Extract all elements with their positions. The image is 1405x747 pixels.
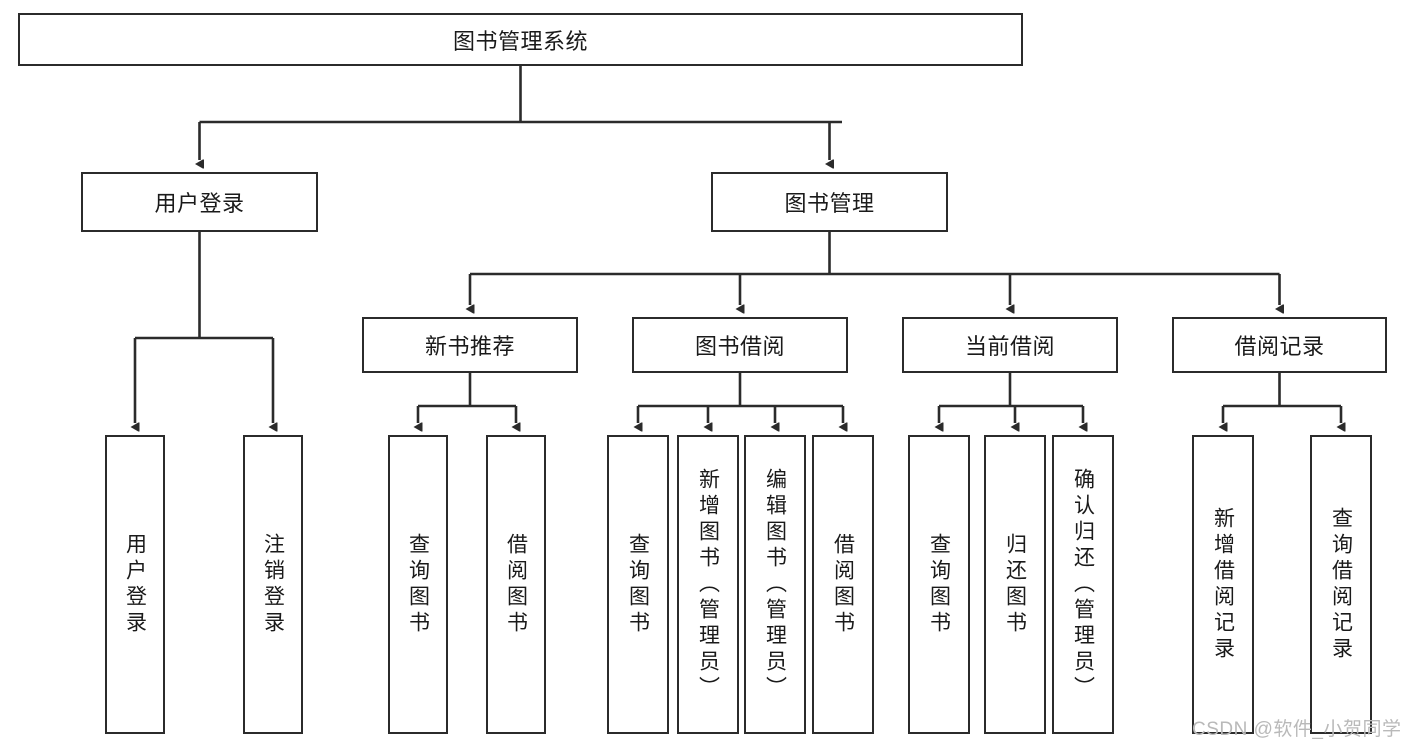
node-book-borrow[interactable]: 图书借阅	[632, 317, 848, 373]
leaf-borrow-book[interactable]: 借阅图书	[812, 435, 874, 734]
node-borrow-record-label: 借阅记录	[1234, 334, 1325, 359]
leaf-return-book-label: 归还图书	[1003, 532, 1027, 637]
csdn-watermark: CSDN @软件_小贺同学	[1192, 719, 1402, 740]
leaf-edit-book-admin-label: 编辑图书（管理员）	[763, 467, 787, 702]
leaf-edit-book-admin[interactable]: 编辑图书（管理员）	[744, 435, 806, 734]
leaf-return-book[interactable]: 归还图书	[984, 435, 1046, 734]
leaf-confirm-return-admin-label: 确认归还（管理员）	[1071, 467, 1095, 702]
node-book-borrow-label: 图书借阅	[694, 334, 785, 359]
leaf-user-login[interactable]: 用户登录	[105, 435, 165, 734]
node-book-management-label: 图书管理	[784, 191, 875, 216]
leaf-borrow-book-recommend[interactable]: 借阅图书	[486, 435, 546, 734]
node-root[interactable]: 图书管理系统	[18, 13, 1023, 66]
leaf-logout[interactable]: 注销登录	[243, 435, 303, 734]
leaf-query-book-borrow[interactable]: 查询图书	[607, 435, 669, 734]
leaf-logout-label: 注销登录	[261, 532, 285, 637]
leaf-query-book-recommend[interactable]: 查询图书	[388, 435, 448, 734]
node-user-login[interactable]: 用户登录	[81, 172, 318, 232]
leaf-confirm-return-admin[interactable]: 确认归还（管理员）	[1052, 435, 1114, 734]
leaf-add-borrow-record-label: 新增借阅记录	[1211, 506, 1235, 663]
leaf-query-book-recommend-label: 查询图书	[406, 532, 430, 637]
leaf-add-book-admin-label: 新增图书（管理员）	[696, 467, 720, 702]
node-root-label: 图书管理系统	[452, 28, 588, 54]
node-user-login-label: 用户登录	[154, 191, 245, 216]
node-current-borrow[interactable]: 当前借阅	[902, 317, 1118, 373]
leaf-user-login-label: 用户登录	[123, 532, 147, 637]
node-current-borrow-label: 当前借阅	[964, 334, 1055, 359]
leaf-query-book-current[interactable]: 查询图书	[908, 435, 970, 734]
node-new-book-recommend-label: 新书推荐	[424, 334, 515, 359]
leaf-query-borrow-record-label: 查询借阅记录	[1329, 506, 1353, 663]
leaf-query-book-borrow-label: 查询图书	[626, 532, 650, 637]
leaf-borrow-book-recommend-label: 借阅图书	[504, 532, 528, 637]
leaf-query-book-current-label: 查询图书	[927, 532, 951, 637]
node-book-management[interactable]: 图书管理	[711, 172, 948, 232]
node-new-book-recommend[interactable]: 新书推荐	[362, 317, 578, 373]
leaf-borrow-book-label: 借阅图书	[831, 532, 855, 637]
leaf-add-borrow-record[interactable]: 新增借阅记录	[1192, 435, 1254, 734]
leaf-query-borrow-record[interactable]: 查询借阅记录	[1310, 435, 1372, 734]
node-borrow-record[interactable]: 借阅记录	[1172, 317, 1387, 373]
leaf-add-book-admin[interactable]: 新增图书（管理员）	[677, 435, 739, 734]
